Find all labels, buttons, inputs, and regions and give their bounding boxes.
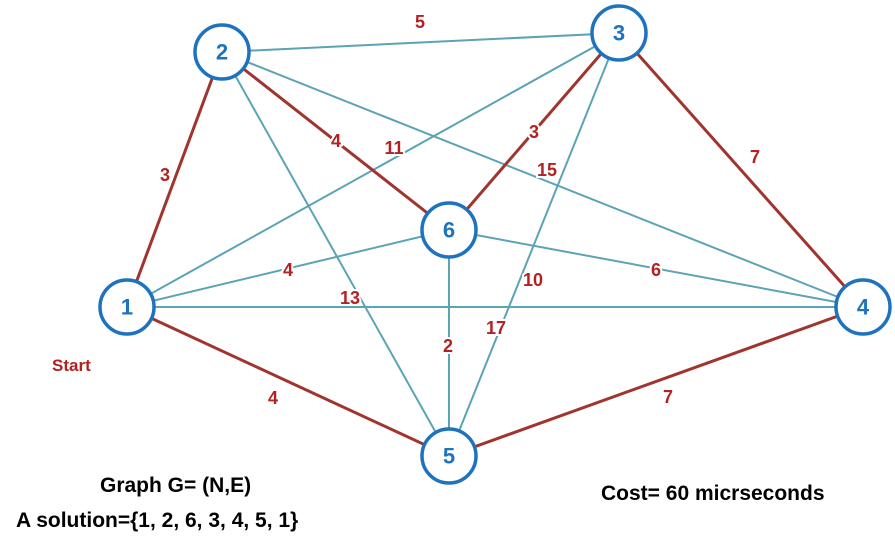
node-label: 1 — [121, 295, 133, 320]
weight-label-6-5: 2 — [443, 336, 453, 356]
node-label: 3 — [613, 21, 625, 46]
node-label: 4 — [857, 295, 870, 320]
weight-label-3-5: 10 — [523, 270, 543, 290]
node-1: 1 — [98, 278, 156, 336]
node-6: 6 — [420, 201, 478, 259]
weight-label-1-4: 17 — [486, 318, 506, 338]
weight-label-2-6: 4 — [331, 131, 341, 151]
weight-label-1-2: 3 — [160, 165, 170, 185]
edge-3-5 — [448, 32, 620, 457]
edges-layer — [125, 32, 865, 458]
weight-label-2-4: 15 — [537, 160, 557, 180]
cost-caption: Cost= 60 micrseconds — [601, 482, 825, 505]
node-4: 4 — [834, 278, 892, 336]
node-label: 2 — [216, 40, 228, 65]
edge-3-4 — [617, 32, 865, 308]
node-3: 3 — [590, 4, 648, 62]
edge-4-5 — [448, 305, 864, 458]
node-circle — [193, 23, 251, 81]
edge-6-4 — [448, 229, 864, 308]
solution-caption: A solution={1, 2, 6, 3, 4, 5, 1} — [16, 509, 298, 532]
node-circle — [98, 278, 156, 336]
node-5: 5 — [420, 427, 478, 485]
graph-caption: Graph G= (N,E) — [100, 474, 251, 497]
edge-5-1 — [126, 305, 450, 458]
edge-1-2 — [125, 51, 224, 308]
node-2: 2 — [193, 23, 251, 81]
node-circle — [590, 4, 648, 62]
weight-label-6-3: 3 — [529, 122, 539, 142]
weight-label-1-3: 11 — [384, 138, 403, 158]
edge-weights-layer: 3 4 3 7 7 4 5 11 15 4 13 10 6 17 2 — [158, 10, 762, 410]
edge-2-3 — [221, 32, 620, 53]
edge-2-6 — [221, 50, 450, 232]
weight-label-5-1: 4 — [268, 388, 278, 408]
edge-1-6 — [126, 229, 450, 308]
node-label: 6 — [443, 218, 455, 243]
node-label: 5 — [443, 444, 455, 469]
node-circle — [420, 427, 478, 485]
weight-label-4-5: 7 — [663, 387, 673, 407]
nodes-layer: 1 2 3 4 5 6 — [98, 4, 892, 485]
weight-label-3-4: 7 — [750, 147, 760, 167]
edge-6-3 — [447, 32, 621, 231]
weight-label-6-4: 6 — [651, 260, 661, 280]
weight-label-2-5: 13 — [340, 288, 360, 308]
weight-label-1-6: 4 — [283, 260, 293, 280]
weight-label-2-3: 5 — [415, 12, 425, 32]
start-label: Start — [52, 356, 91, 375]
node-circle — [420, 201, 478, 259]
edge-2-5 — [221, 51, 450, 457]
edge-2-4 — [221, 51, 864, 308]
node-circle — [834, 278, 892, 336]
